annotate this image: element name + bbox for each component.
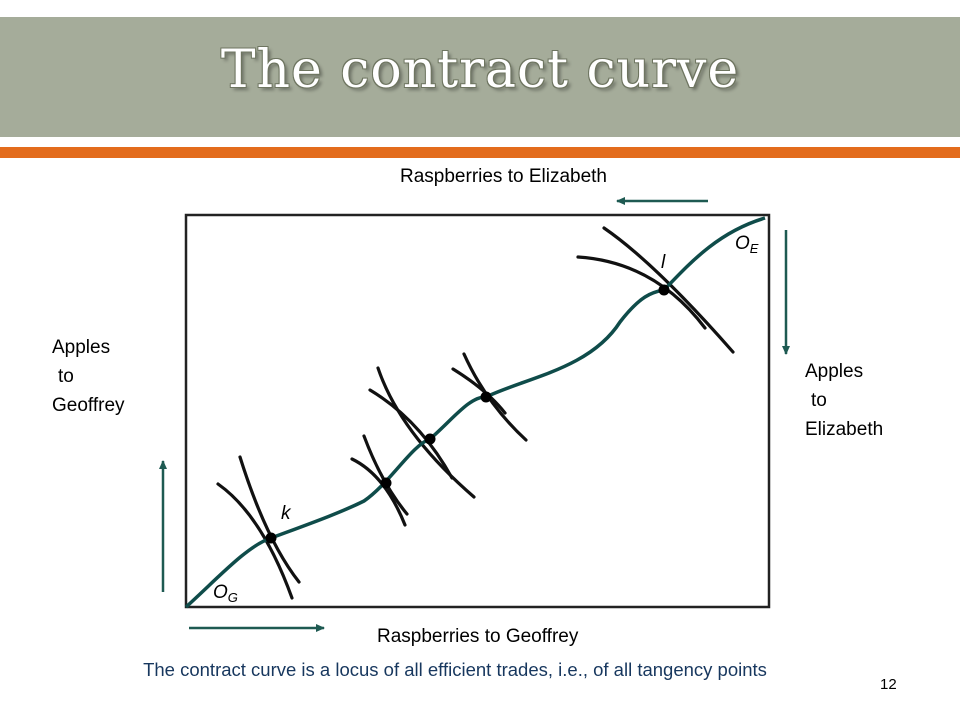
accent-stripe — [0, 147, 960, 158]
label-apples-elizabeth: Apples to Elizabeth — [805, 357, 883, 444]
point-label-k: k — [281, 503, 292, 524]
origin-elizabeth-main: O — [735, 233, 750, 254]
tangency-point-l — [658, 284, 670, 296]
slide-title: The contract curve — [220, 40, 740, 100]
label-apples-elizabeth-line3: Elizabeth — [805, 419, 884, 440]
origin-geoffrey-main: O — [213, 582, 228, 603]
contract-curve — [184, 216, 766, 609]
label-apples-elizabeth-line2: to — [811, 390, 827, 411]
tangency-point-3 — [424, 433, 436, 445]
label-apples-geoffrey-line3: Geoffrey — [52, 395, 125, 416]
label-apples-geoffrey-line1: Apples — [52, 337, 111, 358]
point-label-l: l — [661, 252, 666, 273]
label-apples-geoffrey-line2: to — [58, 366, 74, 387]
tangency-point-k — [265, 532, 277, 544]
origin-geoffrey-sub: G — [228, 590, 238, 605]
title-bar — [0, 17, 960, 137]
label-raspberries-geoffrey: Raspberries to Geoffrey — [377, 626, 579, 647]
indifference-curve-elizabeth-2 — [362, 434, 409, 516]
origin-elizabeth-label: OE — [735, 233, 759, 256]
label-raspberries-elizabeth: Raspberries to Elizabeth — [400, 166, 607, 187]
edgeworth-box — [184, 213, 771, 609]
indifference-curve-elizabeth-l — [602, 226, 735, 354]
indifference-curve-elizabeth-4 — [462, 352, 528, 442]
page-number: 12 — [880, 676, 897, 693]
indifference-curve-elizabeth-3 — [376, 366, 476, 499]
indifference-curve-elizabeth-k — [238, 455, 301, 584]
indifference-curve-geoffrey-3 — [368, 388, 454, 480]
slide-footer-caption: The contract curve is a locus of all eff… — [143, 659, 767, 680]
origin-geoffrey-label: OG — [213, 582, 238, 605]
indifference-curve-geoffrey-k — [216, 482, 294, 600]
tangency-point-4 — [480, 391, 492, 403]
label-apples-geoffrey: Apples to Geoffrey — [52, 333, 125, 420]
tangency-point-2 — [380, 477, 392, 489]
indifference-curve-geoffrey-l — [576, 255, 707, 330]
origin-elizabeth-sub: E — [750, 241, 759, 256]
label-apples-elizabeth-line1: Apples — [805, 361, 864, 382]
